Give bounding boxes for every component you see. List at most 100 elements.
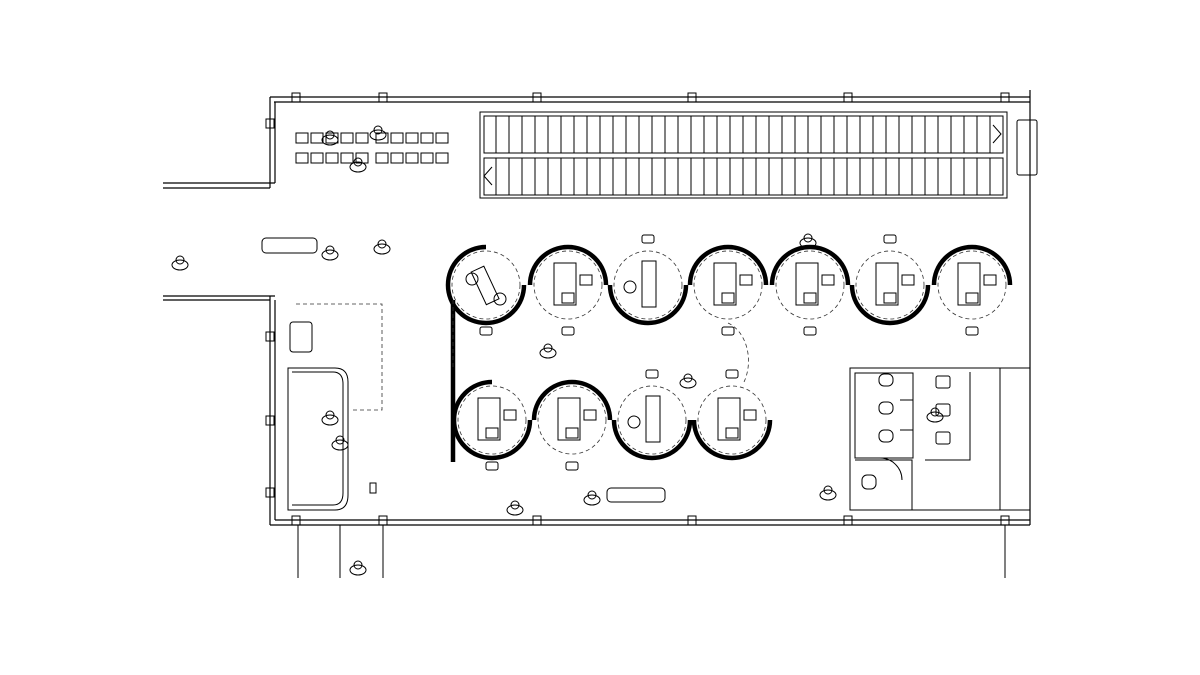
building-walls xyxy=(163,90,1031,578)
column xyxy=(265,415,275,426)
seat xyxy=(420,152,434,164)
chair xyxy=(561,292,575,304)
seat xyxy=(405,132,419,144)
person-shoulders xyxy=(349,161,367,173)
person-shoulders xyxy=(321,249,339,261)
person xyxy=(679,373,697,389)
seat xyxy=(310,132,324,144)
person-head xyxy=(543,343,553,353)
person xyxy=(331,435,349,451)
door-light xyxy=(561,326,575,336)
pod-boundary xyxy=(613,250,683,320)
person xyxy=(926,407,944,423)
column xyxy=(378,515,388,526)
curved-partition xyxy=(445,244,527,326)
escalator-steps xyxy=(495,116,991,195)
door-light xyxy=(641,234,655,244)
monitor xyxy=(901,274,915,286)
person-shoulders xyxy=(349,564,367,576)
pod-boundary xyxy=(451,250,521,320)
door-light xyxy=(725,369,739,379)
desk xyxy=(477,397,501,441)
pod-boundary xyxy=(617,385,687,455)
pod xyxy=(531,379,613,471)
person xyxy=(349,157,367,173)
seat xyxy=(310,152,324,164)
pod-boundary xyxy=(457,385,527,455)
person-head xyxy=(353,157,363,167)
door-light xyxy=(479,326,493,336)
person-shoulders xyxy=(539,347,557,359)
seat xyxy=(295,132,309,144)
seat xyxy=(340,132,354,144)
person-shoulders xyxy=(819,489,837,501)
person-shoulders xyxy=(171,259,189,271)
desk xyxy=(795,262,819,306)
column xyxy=(532,515,542,526)
exam-table xyxy=(641,260,657,308)
column xyxy=(291,515,301,526)
chair xyxy=(965,292,979,304)
person xyxy=(583,490,601,506)
monitor xyxy=(583,409,597,421)
seat xyxy=(420,132,434,144)
pod xyxy=(687,244,769,336)
seat xyxy=(325,132,339,144)
person-head xyxy=(353,560,363,570)
person xyxy=(321,410,339,426)
seat xyxy=(435,152,449,164)
person-head xyxy=(683,373,693,383)
monitor xyxy=(983,274,997,286)
column xyxy=(532,92,542,103)
restroom-fixtures xyxy=(861,373,951,490)
door-light xyxy=(485,461,499,471)
column xyxy=(265,331,275,342)
person-shoulders xyxy=(321,134,339,146)
column xyxy=(265,487,275,498)
person-shoulders xyxy=(373,243,391,255)
person-head xyxy=(373,125,383,135)
monitor xyxy=(739,274,753,286)
column xyxy=(291,92,301,103)
escalators xyxy=(479,111,1038,199)
curved-partition xyxy=(531,379,613,421)
column xyxy=(843,515,853,526)
chair xyxy=(565,427,579,439)
seat xyxy=(390,152,404,164)
pod-boundary xyxy=(533,250,603,320)
door-swing xyxy=(727,322,749,383)
pod-boundary xyxy=(693,250,763,320)
seat xyxy=(340,152,354,164)
stool xyxy=(627,415,641,429)
person-head xyxy=(930,407,940,417)
column xyxy=(687,92,697,103)
person-shoulders xyxy=(331,439,349,451)
chair xyxy=(803,292,817,304)
door-light xyxy=(965,326,979,336)
curved-partition xyxy=(527,244,609,286)
pod xyxy=(769,244,851,336)
person-head xyxy=(325,245,335,255)
toilet xyxy=(878,401,894,415)
restroom-block xyxy=(849,367,1031,511)
pod xyxy=(445,244,527,336)
person-head xyxy=(823,485,833,495)
pod xyxy=(607,234,689,326)
seat xyxy=(355,132,369,144)
wheel xyxy=(493,292,507,306)
pod-boundary xyxy=(937,250,1007,320)
person-shoulders xyxy=(583,494,601,506)
curved-partition xyxy=(607,284,689,326)
pod-boundary xyxy=(537,385,607,455)
desk xyxy=(957,262,981,306)
curved-partition xyxy=(849,284,931,326)
person-head xyxy=(510,500,520,510)
chair xyxy=(725,427,739,439)
curved-partition xyxy=(687,244,769,286)
pod xyxy=(451,379,533,471)
person-head xyxy=(325,410,335,420)
column xyxy=(843,92,853,103)
desk xyxy=(713,262,737,306)
curved-partition xyxy=(451,379,533,461)
treatment-chair xyxy=(470,265,500,306)
